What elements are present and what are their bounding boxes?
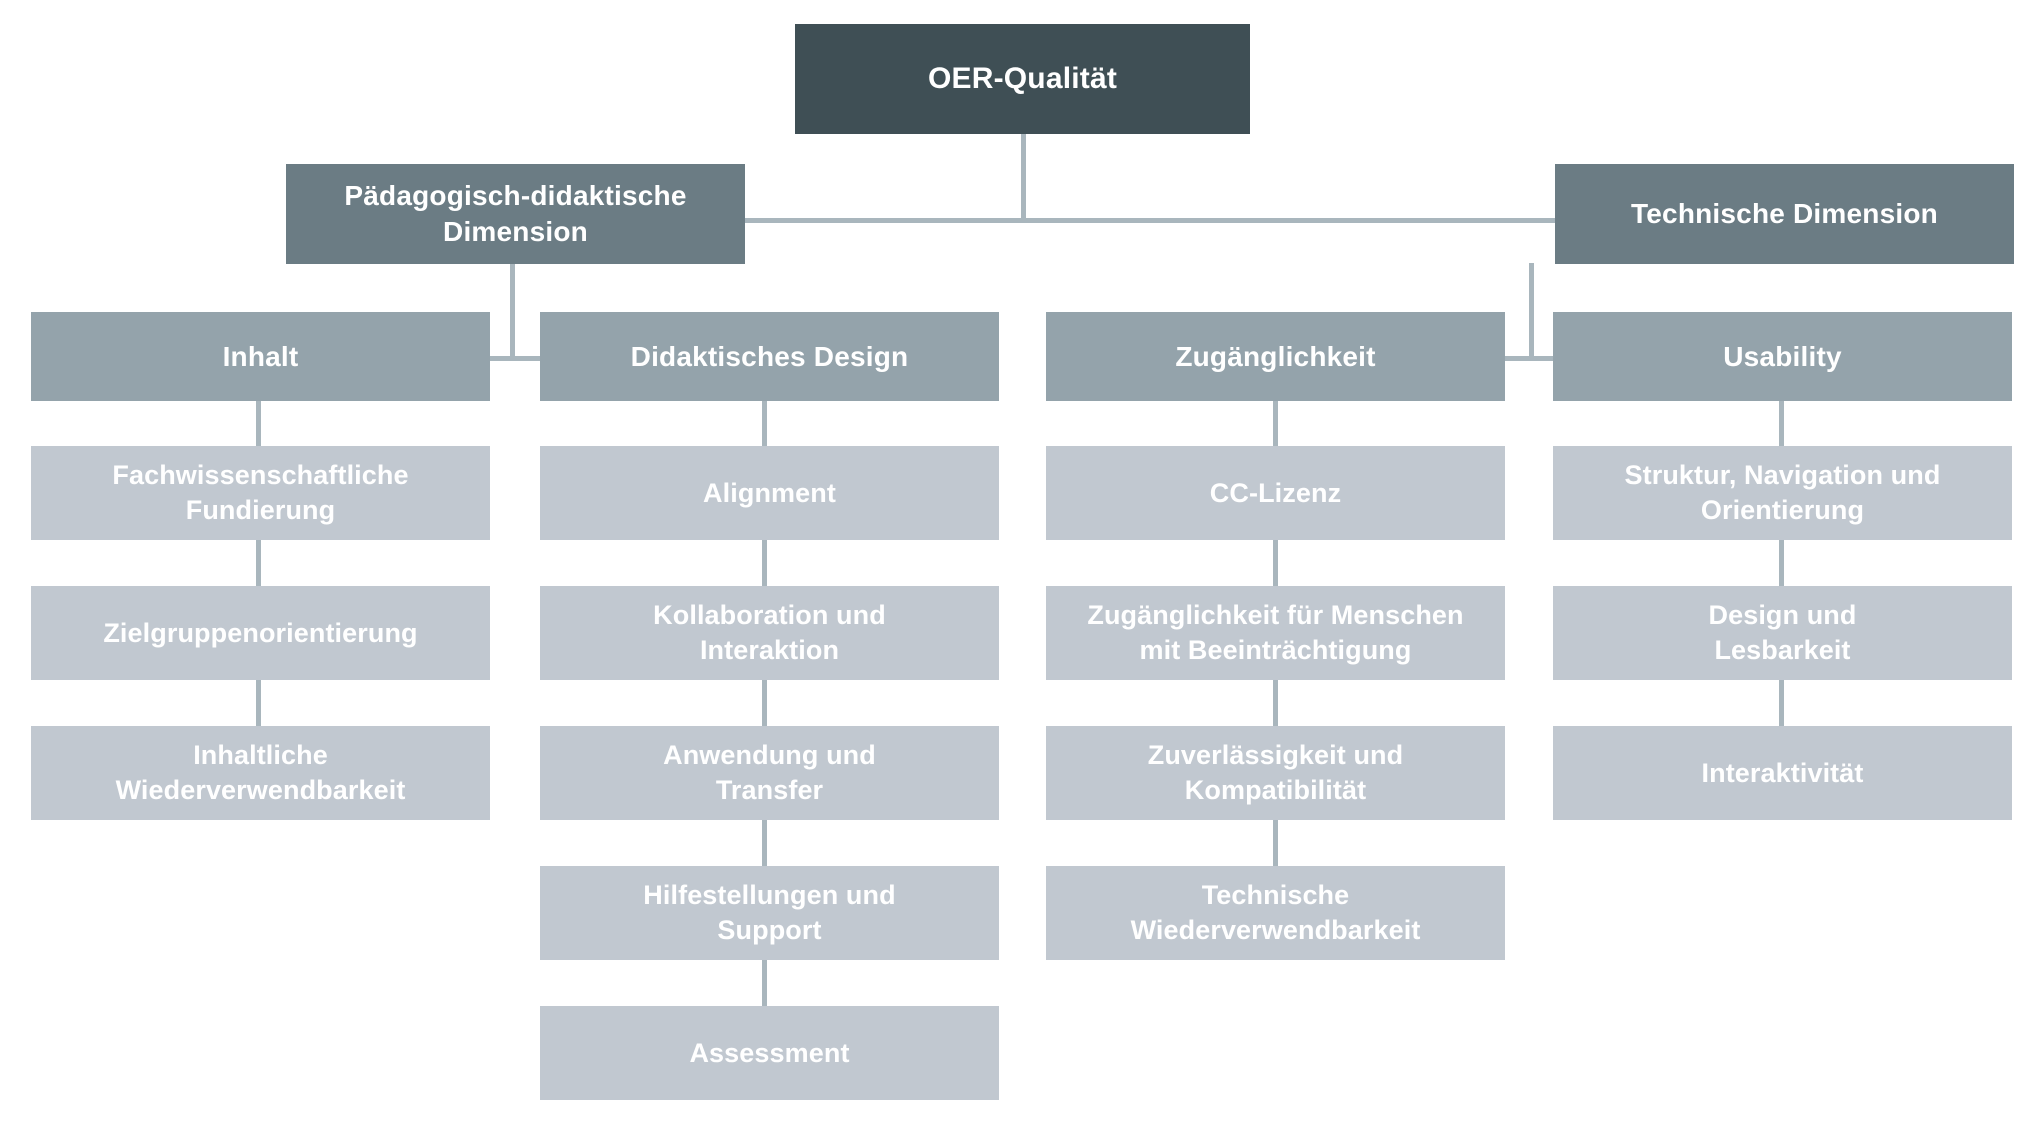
connector-paedagogisch-down bbox=[510, 263, 515, 361]
node-criterion-zuverlaessigkeit-und-kompatibilitaet[interactable]: Zuverlässigkeit und Kompatibilität bbox=[1046, 726, 1505, 820]
connector-didaktisches-3 bbox=[762, 680, 767, 726]
node-criterion-inhaltliche-wiederverwendbarkeit[interactable]: Inhaltliche Wiederverwendbarkeit bbox=[31, 726, 490, 820]
node-criterion-interaktivitaet[interactable]: Interaktivität bbox=[1553, 726, 2012, 820]
connector-usability-3 bbox=[1779, 680, 1784, 726]
node-category-usability[interactable]: Usability bbox=[1553, 312, 2012, 401]
node-criterion-assessment[interactable]: Assessment bbox=[540, 1006, 999, 1100]
node-dimension-technische[interactable]: Technische Dimension bbox=[1555, 164, 2014, 264]
connector-technische-level3-bus bbox=[1503, 356, 1565, 361]
node-criterion-alignment[interactable]: Alignment bbox=[540, 446, 999, 540]
connector-usability-2 bbox=[1779, 540, 1784, 586]
connector-root-down bbox=[1021, 133, 1026, 222]
node-criterion-fachwissenschaftliche-fundierung[interactable]: Fachwissenschaftliche Fundierung bbox=[31, 446, 490, 540]
connector-dimension-bus bbox=[745, 218, 1555, 223]
node-root-oer-qualitaet[interactable]: OER-Qualität bbox=[795, 24, 1250, 134]
connector-didaktisches-2 bbox=[762, 540, 767, 586]
connector-didaktisches-4 bbox=[762, 820, 767, 866]
node-category-didaktisches-design[interactable]: Didaktisches Design bbox=[540, 312, 999, 401]
node-criterion-hilfestellungen-und-support[interactable]: Hilfestellungen und Support bbox=[540, 866, 999, 960]
connector-inhalt-1 bbox=[256, 400, 261, 446]
connector-zugaenglichkeit-1 bbox=[1273, 400, 1278, 446]
connector-zugaenglichkeit-2 bbox=[1273, 540, 1278, 586]
node-criterion-technische-wiederverwendbarkeit[interactable]: Technische Wiederverwendbarkeit bbox=[1046, 866, 1505, 960]
connector-bus-to-paedagogisch bbox=[745, 218, 755, 223]
node-category-zugaenglichkeit[interactable]: Zugänglichkeit bbox=[1046, 312, 1505, 401]
node-criterion-design-und-lesbarkeit[interactable]: Design und Lesbarkeit bbox=[1553, 586, 2012, 680]
connector-technische-down bbox=[1529, 263, 1534, 361]
node-criterion-cc-lizenz[interactable]: CC-Lizenz bbox=[1046, 446, 1505, 540]
connector-usability-1 bbox=[1779, 400, 1784, 446]
node-criterion-zielgruppenorientierung[interactable]: Zielgruppenorientierung bbox=[31, 586, 490, 680]
connector-didaktisches-5 bbox=[762, 960, 767, 1006]
connector-paedagogisch-level3-bus bbox=[484, 356, 546, 361]
node-criterion-kollaboration-und-interaktion[interactable]: Kollaboration und Interaktion bbox=[540, 586, 999, 680]
connector-didaktisches-1 bbox=[762, 400, 767, 446]
connector-zugaenglichkeit-4 bbox=[1273, 820, 1278, 866]
node-criterion-struktur-navigation-und-orientierung[interactable]: Struktur, Navigation und Orientierung bbox=[1553, 446, 2012, 540]
node-dimension-paedagogisch-didaktische[interactable]: Pädagogisch-didaktische Dimension bbox=[286, 164, 745, 264]
connector-inhalt-3 bbox=[256, 680, 261, 726]
node-criterion-zugaenglichkeit-fuer-menschen-mit-beeintraechtigung[interactable]: Zugänglichkeit für Menschen mit Beeinträ… bbox=[1046, 586, 1505, 680]
connector-bus-to-technische bbox=[1545, 218, 1555, 223]
node-criterion-anwendung-und-transfer[interactable]: Anwendung und Transfer bbox=[540, 726, 999, 820]
node-category-inhalt[interactable]: Inhalt bbox=[31, 312, 490, 401]
connector-zugaenglichkeit-3 bbox=[1273, 680, 1278, 726]
connector-inhalt-2 bbox=[256, 540, 261, 586]
